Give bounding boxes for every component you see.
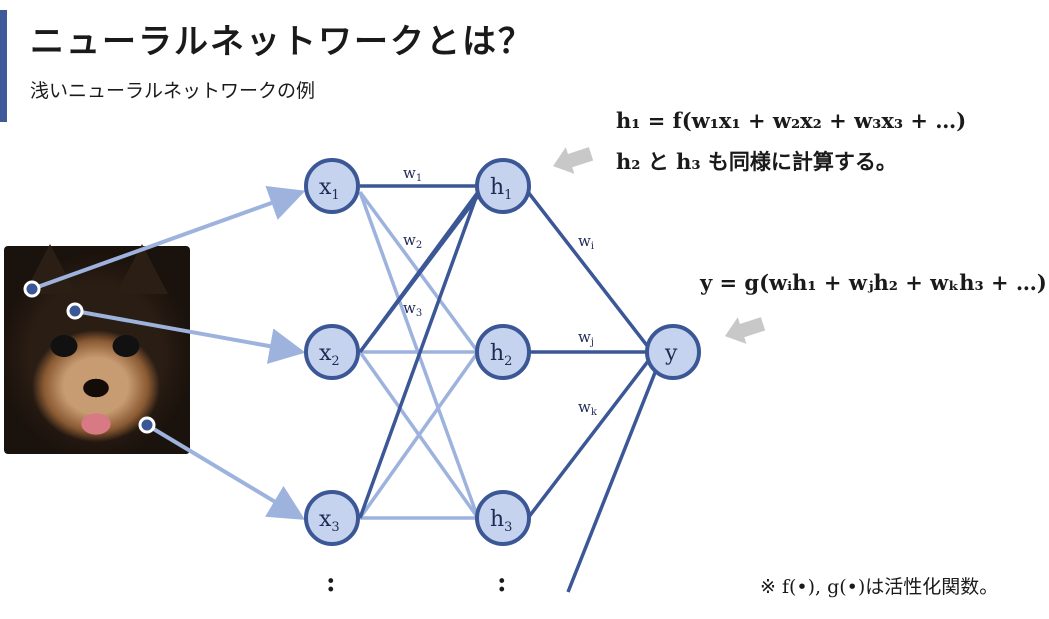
- input-node-x3: x3: [304, 490, 360, 546]
- output-formula: y = g(wᵢh₁ + wⱼh₂ + wₖh₃ + …): [700, 270, 1047, 295]
- svg-text:h1: h1: [490, 175, 512, 203]
- photo-point-1: [23, 280, 41, 298]
- input-arrow-2: [74, 309, 306, 364]
- hidden-formula: h₁ = f(w₁x₁ + w₂x₂ + w₃x₃ + …): [616, 108, 967, 133]
- svg-text:x2: x2: [319, 341, 340, 369]
- weight-label-wk: wk: [578, 398, 598, 418]
- hidden-ellipsis: :: [497, 568, 507, 598]
- hidden-formula-note: h₂ と h₃ も同様に計算する。: [616, 149, 897, 174]
- weight-label-w1: w1: [403, 164, 422, 184]
- edge-h1-y: [526, 190, 654, 354]
- photo-point-3: [138, 416, 156, 434]
- hidden-node-h1: h1: [475, 158, 531, 214]
- dog-photo: [4, 244, 190, 454]
- input-arrow-3: [145, 423, 306, 520]
- svg-text:h3: h3: [490, 507, 512, 535]
- photo-point-2: [66, 302, 84, 320]
- dark-edges: [358, 184, 662, 593]
- input-ellipsis: :: [326, 568, 336, 598]
- left-arrow-icon: [552, 147, 594, 174]
- edge-x3-h2: [358, 350, 480, 520]
- svg-text:h2: h2: [490, 341, 512, 369]
- weight-label-w3: w3: [403, 299, 422, 319]
- edge-x2-h1b: [358, 194, 480, 354]
- left-arrow-icon: [724, 317, 766, 344]
- input-node-x2: x2: [304, 324, 360, 380]
- weight-label-wi: wi: [578, 232, 594, 252]
- edge-h3-y: [526, 354, 654, 520]
- input-arrow-1: [31, 186, 306, 291]
- svg-text:x3: x3: [319, 507, 340, 535]
- weight-label-wj: wj: [578, 328, 594, 348]
- weight-label-w2: w2: [403, 231, 422, 251]
- dog-ear-right: [116, 244, 168, 294]
- output-node-y: y: [645, 324, 701, 380]
- activation-footnote: ※ f(•), g(•)は活性化関数。: [760, 576, 999, 598]
- input-node-x1: x1: [304, 158, 360, 214]
- title-accent-bar: [0, 10, 7, 122]
- page-title: ニューラルネットワークとは？: [30, 22, 534, 62]
- svg-text:y: y: [664, 341, 678, 366]
- page-subtitle: 浅いニューラルネットワークの例: [30, 80, 316, 102]
- hidden-node-h2: h2: [475, 324, 531, 380]
- edge-x3-h1: [358, 191, 480, 519]
- edge-more-y: [566, 359, 662, 593]
- hidden-node-h3: h3: [475, 490, 531, 546]
- svg-text:x1: x1: [319, 175, 340, 203]
